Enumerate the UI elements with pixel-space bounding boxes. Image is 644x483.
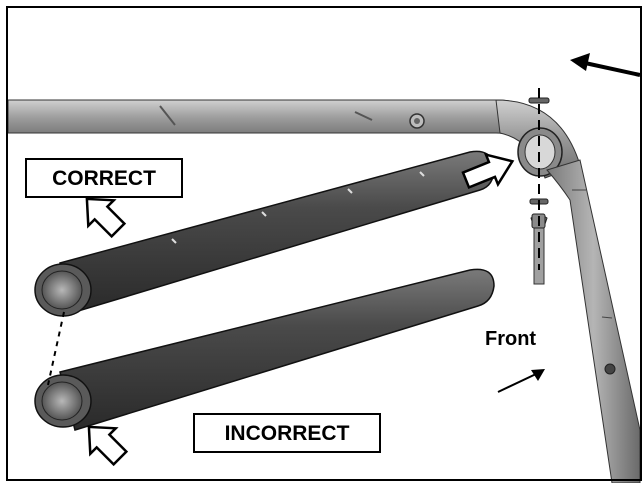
diagram-border — [6, 6, 642, 481]
tube-incorrect — [34, 268, 495, 431]
comparison-dash — [47, 311, 65, 386]
arrow-correct-icon — [85, 197, 127, 239]
arrow-incorrect-icon — [87, 425, 129, 467]
arrow-elbow-icon — [461, 152, 515, 190]
arrow-bolt-icon — [570, 53, 641, 77]
label-front: Front — [485, 328, 537, 350]
label-incorrect: INCORRECT — [193, 413, 381, 453]
arrow-front-icon — [497, 369, 545, 393]
label-correct: CORRECT — [25, 158, 183, 198]
